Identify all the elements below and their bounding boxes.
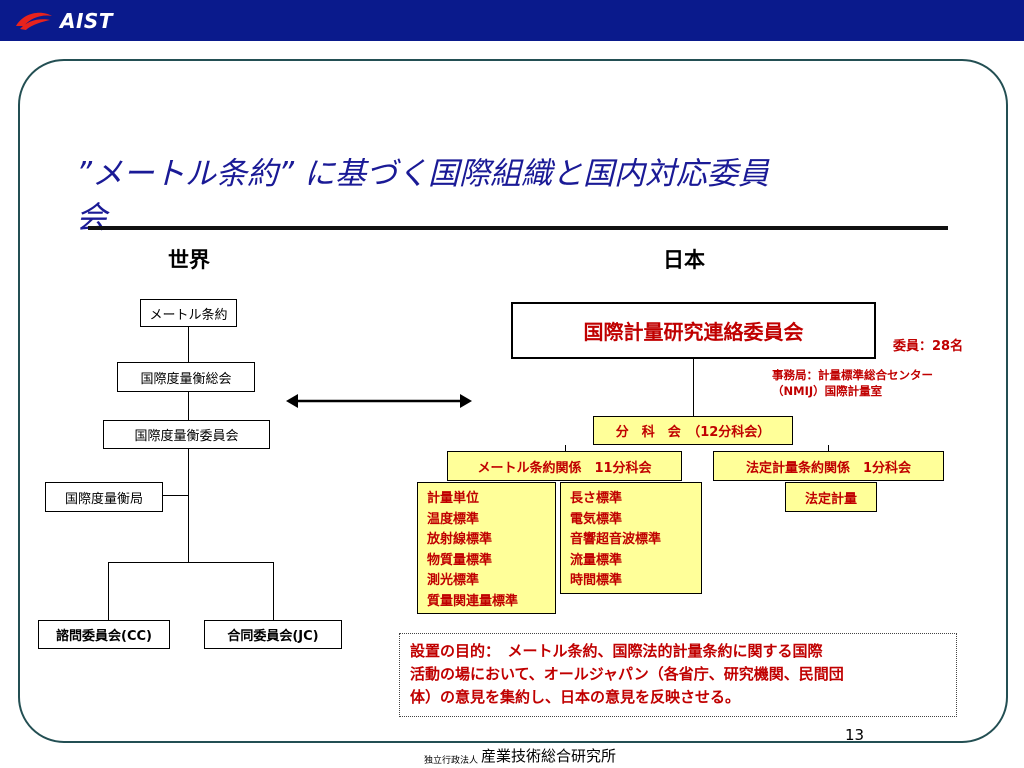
footer-org-prefix: 独立行政法人 [424, 756, 479, 766]
member-count-label: 委員：28名 [893, 339, 964, 354]
secretariat-line-1: 事務局：計量標準総合センター [772, 368, 933, 382]
list-item: 時間標準 [570, 573, 623, 588]
list-item: 流量標準 [570, 552, 623, 568]
header-bar [0, 0, 1024, 41]
legal-group-connector [828, 445, 829, 451]
meter-convention-box: メートル条約 [140, 299, 237, 327]
list-item: 長さ標準 [570, 491, 623, 506]
committee-trunk-line [693, 359, 694, 416]
logo-text: AIST [60, 9, 113, 33]
world-heading: 世界 [168, 248, 210, 272]
secretariat-line-2: （NMIJ）国際計量室 [772, 384, 883, 398]
content-frame [18, 59, 1008, 743]
jc-connector [273, 562, 274, 620]
meter-group-connector [565, 445, 566, 451]
list-item: 温度標準 [427, 511, 480, 527]
japan-heading: 日本 [663, 248, 705, 272]
list-item: 音響超音波標準 [570, 532, 662, 547]
purpose-line-1: 設置の目的： メートル条約、国際法的計量条約に関する国際 [410, 642, 823, 660]
cipm-box: 国際度量衡委員会 [103, 420, 270, 449]
legal-group-box: 法定計量条約関係 1分科会 [713, 451, 944, 481]
purpose-line-3: 体）の意見を集約し、日本の意見を反映させる。 [410, 688, 741, 706]
title-line-1: ”メートル条約” に基づく国際組織と国内対応委員 [76, 156, 769, 192]
purpose-note: 設置の目的： メートル条約、国際法的計量条約に関する国際 活動の場において、オー… [399, 633, 957, 717]
nmij-committee-box: 国際計量研究連絡委員会 [511, 302, 876, 359]
jc-box: 合同委員会(JC) [204, 620, 342, 649]
list-item: 質量関連量標準 [427, 593, 519, 609]
list-item: 計量単位 [427, 491, 480, 506]
cgpm-box: 国際度量衡総会 [117, 362, 255, 392]
bipm-box: 国際度量衡局 [45, 482, 163, 512]
slide-title: ”メートル条約” に基づく国際組織と国内対応委員 会 [76, 152, 936, 240]
list-item: 放射線標準 [427, 532, 493, 547]
purpose-line-2: 活動の場において、オールジャパン（各省庁、研究機関、民間団 [410, 665, 844, 683]
title-line-2: 会 [76, 200, 107, 236]
footer-logo: 独立行政法人 産業技術総合研究所 [424, 745, 616, 766]
page-number: 13 [845, 726, 865, 744]
world-branch-line [108, 562, 274, 563]
footer-org-name: 産業技術総合研究所 [481, 747, 617, 765]
aist-swoosh-icon [16, 12, 52, 30]
list-item: 物質量標準 [427, 552, 493, 568]
standards-list-b: 長さ標準 電気標準 音響超音波標準 流量標準 時間標準 [560, 482, 702, 594]
aist-logo: AIST [14, 6, 113, 36]
bipm-connector [163, 495, 188, 496]
standards-list-a: 計量単位 温度標準 放射線標準 物質量標準 測光標準 質量関連量標準 [417, 482, 556, 614]
subcommittee-box: 分 科 会 （12分科会） [593, 416, 793, 445]
meter-group-box: メートル条約関係 11分科会 [447, 451, 682, 481]
title-underline [88, 226, 948, 230]
cc-connector [108, 562, 109, 620]
legal-metrology-box: 法定計量 [785, 482, 877, 512]
list-item: 測光標準 [427, 573, 480, 588]
list-item: 電気標準 [570, 511, 623, 527]
double-arrow-icon [286, 394, 472, 408]
cc-box: 諮問委員会(CC) [38, 620, 170, 649]
secretariat-note: 事務局：計量標準総合センター （NMIJ）国際計量室 [772, 367, 933, 399]
